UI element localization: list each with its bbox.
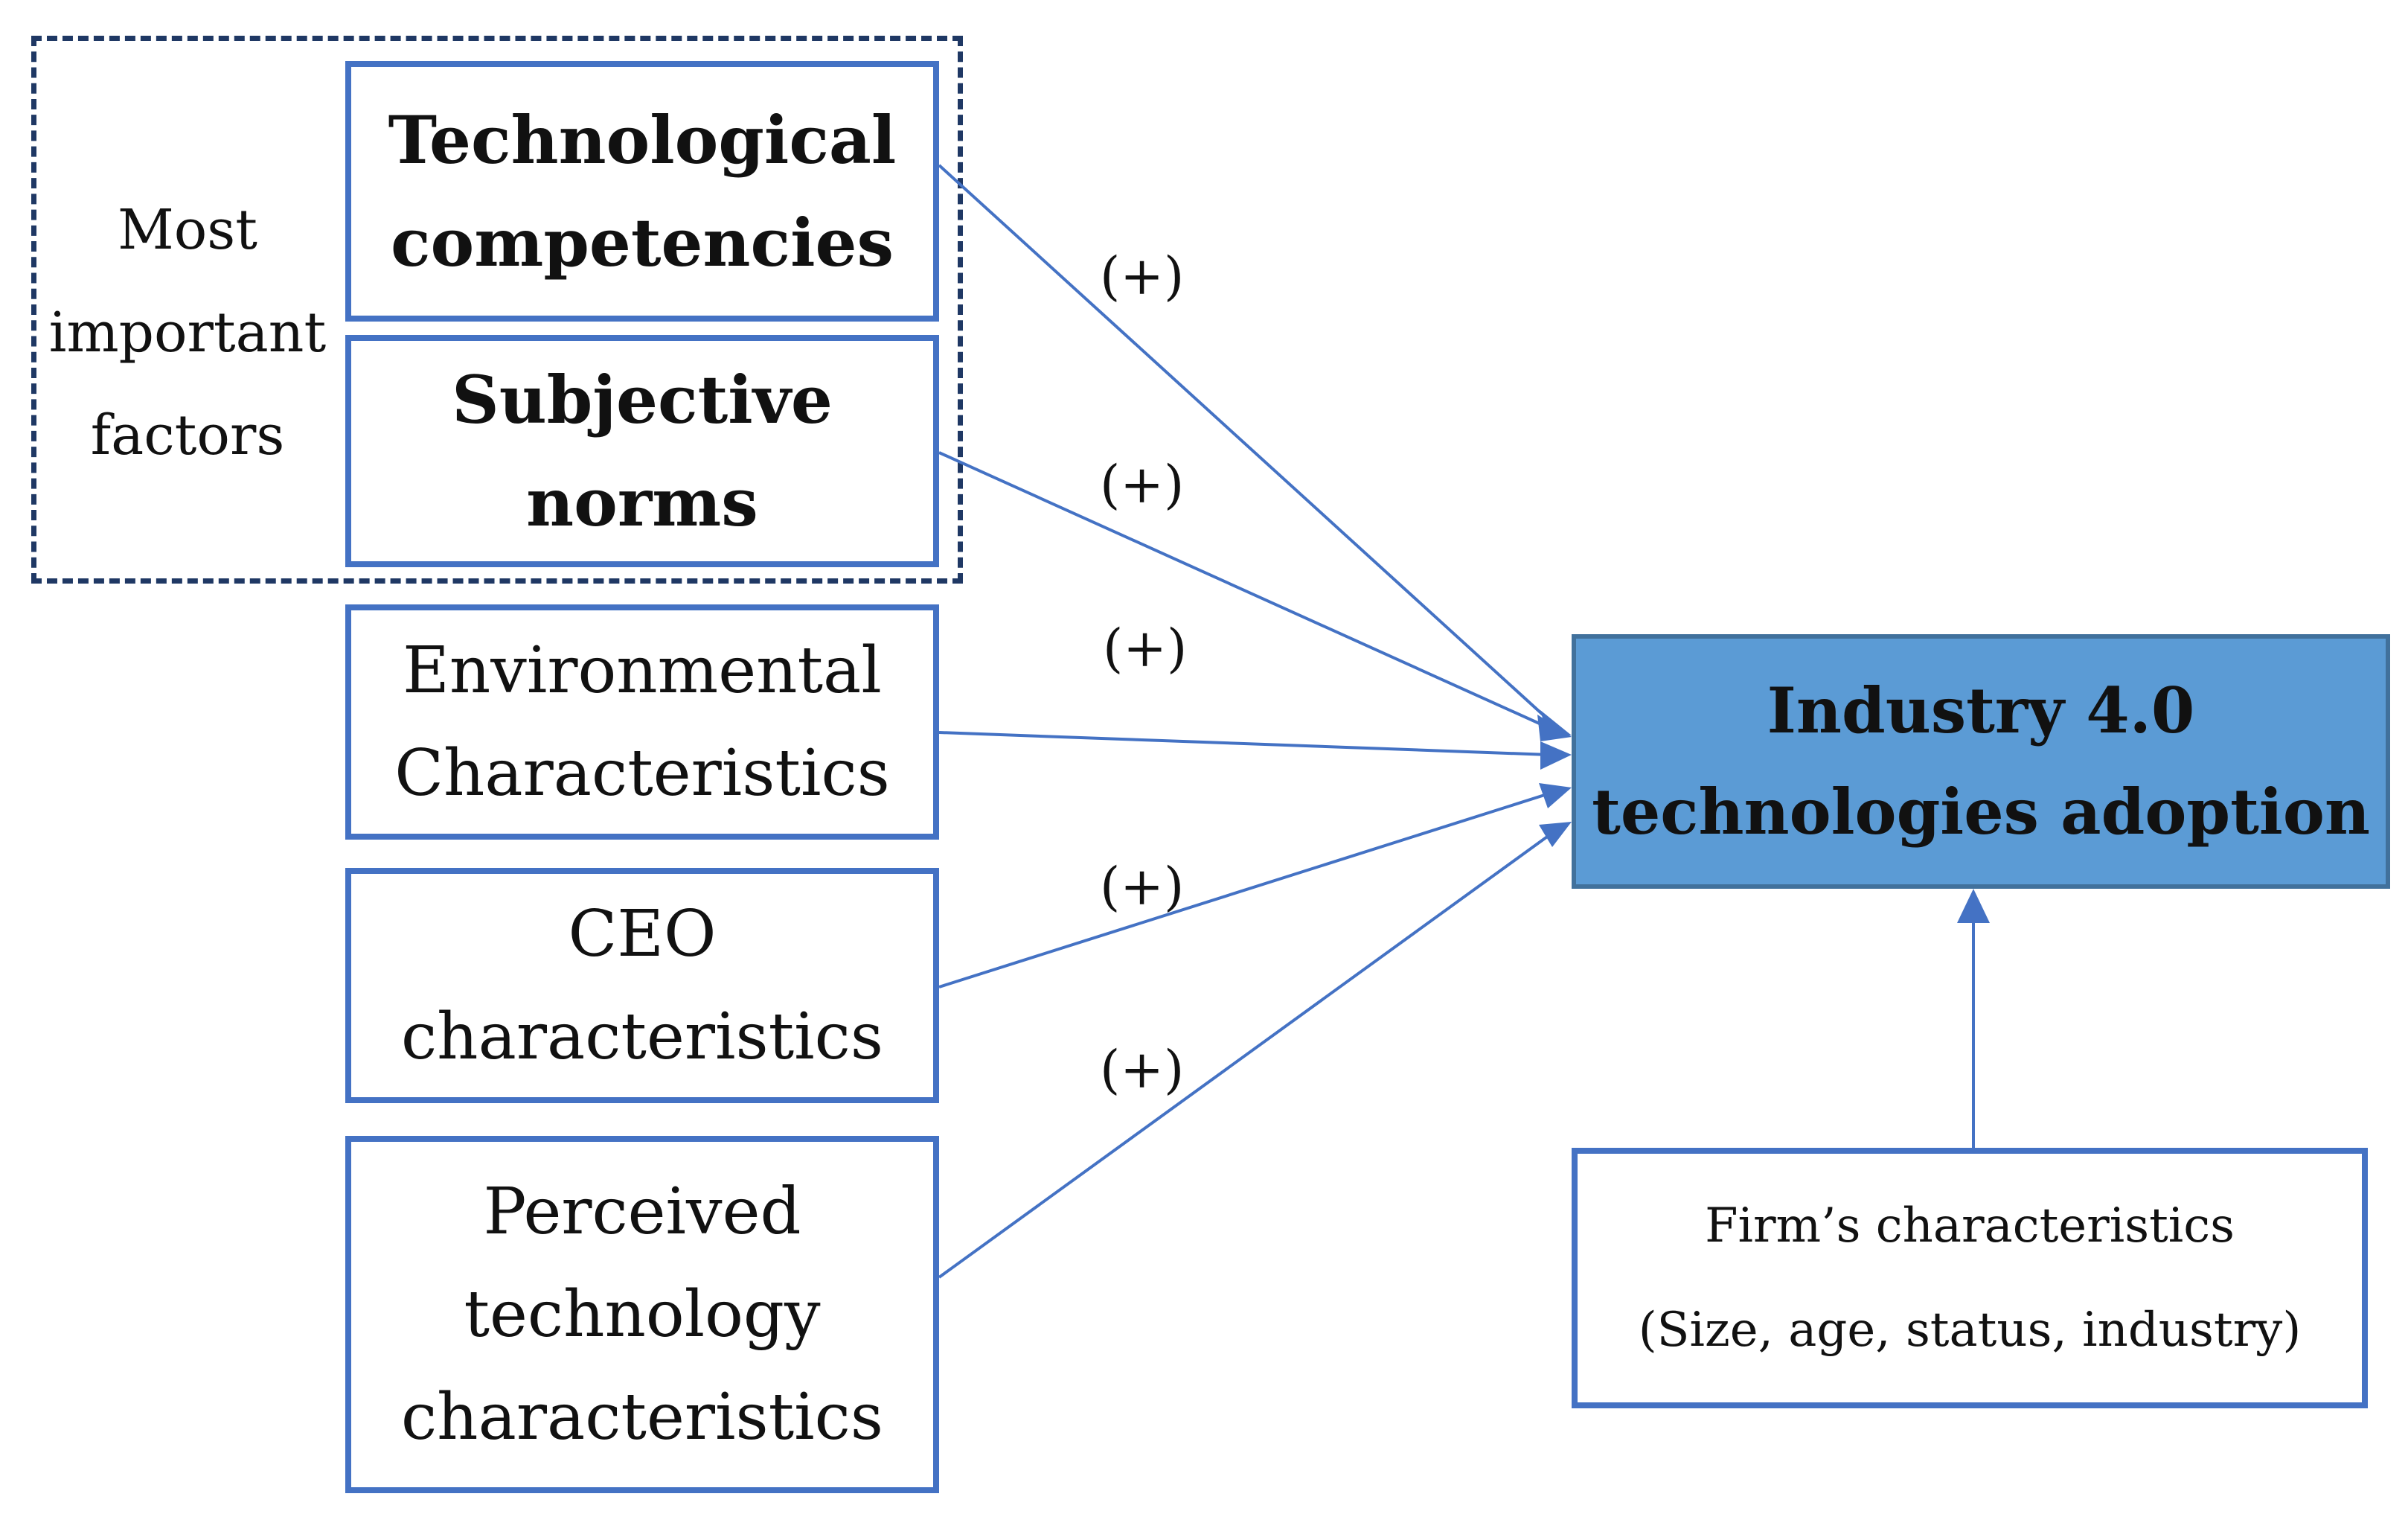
factor-ceo-characteristics: CEO characteristics [345, 868, 939, 1103]
factor-subjective-norms: Subjective norms [345, 335, 939, 567]
arrowhead-ceo [1539, 783, 1572, 808]
group-label-line: factors [90, 403, 285, 467]
control-firm-characteristics: Firm’s characteristics (Size, age, statu… [1572, 1148, 2368, 1408]
arrow-subjective [938, 451, 1550, 729]
effect-sign: (+) [1100, 1039, 1185, 1100]
factor-label: technology [464, 1277, 821, 1352]
factor-environmental-characteristics: Environmental Characteristics [345, 604, 939, 840]
arrow-perceived [938, 834, 1551, 1279]
effect-sign: (+) [1100, 856, 1185, 917]
arrowhead-environmental [1540, 741, 1572, 770]
factor-label: Environmental [403, 633, 882, 708]
outcome-industry-4-adoption: Industry 4.0 technologies adoption [1572, 634, 2390, 889]
factor-label: Technological [388, 101, 897, 179]
effect-sign: (+) [1100, 246, 1185, 307]
control-label: Firm’s characteristics [1705, 1198, 2235, 1253]
outcome-label: Industry 4.0 [1767, 674, 2195, 747]
outcome-label: technologies adoption [1592, 775, 2370, 849]
effect-sign: (+) [1100, 454, 1185, 515]
factor-label: CEO [568, 897, 717, 971]
group-label-line: important [48, 301, 327, 365]
factor-label: Perceived [483, 1175, 801, 1249]
factor-label: competencies [390, 204, 894, 281]
effect-sign: (+) [1103, 618, 1188, 679]
factor-label: characteristics [401, 1380, 883, 1454]
factor-label: Subjective [452, 361, 833, 438]
arrow-technological [938, 164, 1551, 722]
arrowhead-perceived [1539, 822, 1572, 847]
factor-label: Characteristics [394, 736, 890, 811]
arrow-ceo [938, 792, 1550, 989]
control-label: (Size, age, status, industry) [1638, 1303, 2302, 1358]
factor-perceived-technology-characteristics: Perceived technology characteristics [345, 1136, 939, 1493]
group-label-line: Most [117, 198, 258, 262]
factor-label: characteristics [401, 1000, 883, 1074]
arrowhead-firm [1957, 889, 1990, 923]
factor-label: norms [526, 464, 758, 541]
arrowhead-subjective [1537, 715, 1572, 741]
group-label: Most important factors [46, 179, 329, 487]
factor-technological-competencies: Technological competencies [345, 61, 939, 322]
arrow-environmental [938, 731, 1550, 756]
most-important-factors-group [31, 36, 963, 584]
